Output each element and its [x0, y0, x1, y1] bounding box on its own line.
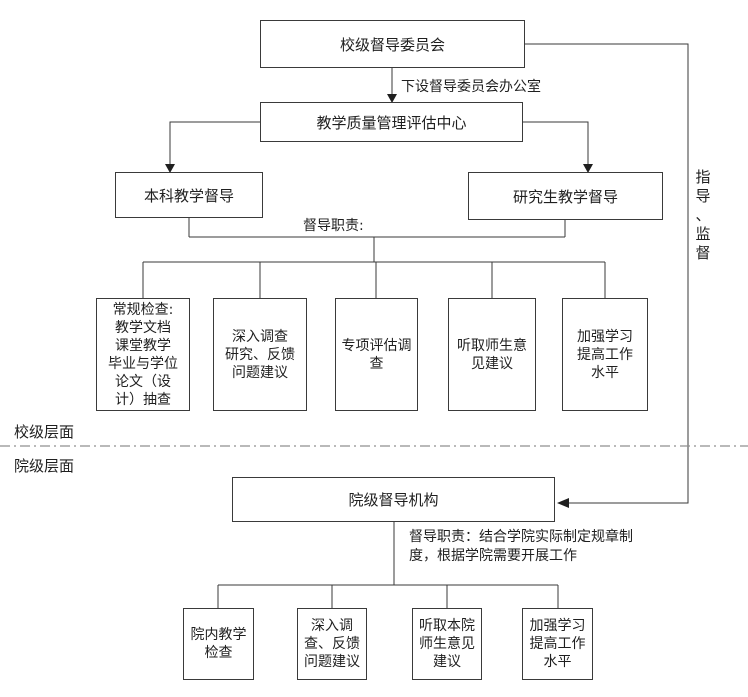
committee-box: 校级督导委员会	[260, 20, 525, 68]
office-note-label: 下设督导委员会办公室	[401, 79, 541, 95]
center-to-undergrad-connector	[165, 121, 260, 173]
duty-strengthen-learning-label: 加强学习 提高工作 水平	[577, 328, 633, 381]
school-duties-label: 督导职责:	[303, 218, 364, 234]
college-duty-box-strengthen-learning: 加强学习 提高工作 水平	[522, 608, 593, 680]
duty-box-investigation-feedback: 深入调查 研究、反馈 问题建议	[213, 298, 307, 411]
duty-listen-opinions-label: 听取师生意 见建议	[457, 337, 527, 372]
duty-box-special-assessment: 专项评估调 查	[335, 298, 418, 411]
college-duty-investigation-feedback-label: 深入调 查、反馈 问题建议	[304, 618, 360, 670]
duty-special-assessment-label: 专项评估调 查	[341, 337, 412, 372]
college-duties-note: 督导职责：结合学院实际制定规章制 度，根据学院需要开展工作	[409, 529, 633, 564]
duty-investigation-feedback-label: 深入调查 研究、反馈 问题建议	[225, 328, 295, 381]
college-org-label: 院级督导机构	[348, 491, 439, 509]
duties-bracket	[188, 218, 566, 262]
right-supervision-rail	[525, 43, 689, 508]
duty-box-strengthen-learning: 加强学习 提高工作 水平	[562, 298, 648, 411]
guide-supervise-label: 指 导 、 监 督	[695, 168, 711, 262]
center-to-grad-connector	[523, 121, 593, 173]
college-duty-box-teaching-check: 院内教学 检查	[183, 608, 254, 680]
committee-label: 校级督导委员会	[339, 35, 445, 54]
college-level-label: 院级层面	[14, 457, 75, 475]
college-duty-box-listen-opinions: 听取本院 师生意见 建议	[412, 608, 482, 680]
college-org-box: 院级督导机构	[232, 477, 555, 522]
undergrad-supervision-box: 本科教学督导	[115, 172, 263, 218]
assessment-center-label: 教学质量管理评估中心	[316, 113, 467, 132]
grad-supervision-box: 研究生教学督导	[468, 172, 663, 220]
college-duty-listen-opinions-label: 听取本院 师生意见 建议	[419, 618, 475, 670]
college-duty-strengthen-learning-label: 加强学习 提高工作 水平	[529, 618, 586, 670]
duty-regular-check-label: 常规检查: 教学文档 课堂教学 毕业与学位 论文（设 计）抽查	[108, 301, 178, 408]
college-duty-teaching-check-label: 院内教学 检查	[190, 627, 247, 661]
assessment-center-box: 教学质量管理评估中心	[260, 102, 523, 142]
duty-box-listen-opinions: 听取师生意 见建议	[448, 298, 536, 411]
school-duties-distribution	[142, 261, 606, 298]
grad-supervision-label: 研究生教学督导	[512, 187, 618, 206]
undergrad-supervision-label: 本科教学督导	[143, 186, 234, 205]
college-duty-box-investigation-feedback: 深入调 查、反馈 问题建议	[297, 608, 367, 680]
college-duties-distribution	[217, 522, 559, 608]
committee-to-center-arrow	[387, 68, 397, 103]
duty-box-regular-check: 常规检查: 教学文档 课堂教学 毕业与学位 论文（设 计）抽查	[96, 298, 190, 411]
school-level-label: 校级层面	[14, 423, 75, 441]
